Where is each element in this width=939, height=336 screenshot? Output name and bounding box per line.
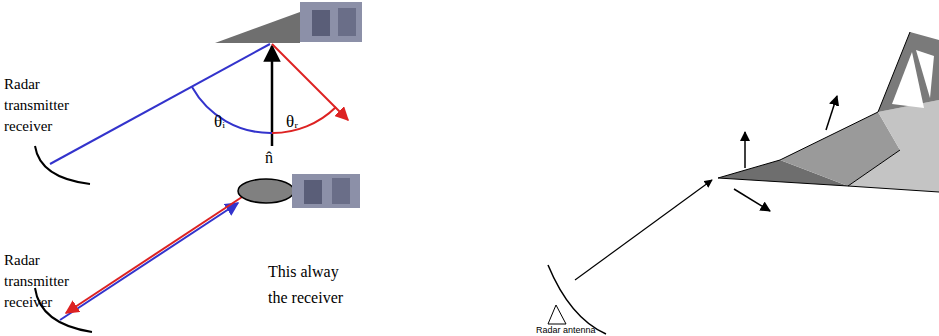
antenna-label: Radar antenna (536, 325, 616, 336)
incidence-arc (192, 87, 272, 133)
reflection-arc (272, 107, 336, 133)
pilot-figure (332, 178, 350, 204)
surface-normal (271, 46, 274, 146)
radar-ray (575, 180, 712, 280)
facet-edge (848, 150, 900, 186)
cockpit-photo (292, 174, 360, 208)
dish-label: Radar transmitter receiver (4, 250, 104, 313)
aircraft-wedge (215, 12, 300, 43)
angle-label: θᵢ (214, 112, 254, 132)
note-text: This alway (268, 262, 378, 282)
pilot-figure (304, 180, 322, 204)
rounded-nose (238, 179, 294, 203)
incident-ray (50, 44, 270, 164)
scatter-arrow (826, 96, 837, 130)
pilot-figure (338, 8, 356, 36)
reflected-ray (272, 44, 348, 120)
radar-dish (35, 146, 90, 184)
scatter-arrow (734, 189, 770, 211)
radar-dish (548, 265, 606, 334)
scatter-arrow (744, 132, 746, 168)
pilot-figure (312, 10, 330, 36)
fuselage-facet (848, 100, 939, 192)
dish-label: Radar transmitter receiver (4, 74, 104, 137)
antenna-stand (548, 305, 566, 324)
cockpit-photo (300, 2, 362, 42)
aircraft-outline (718, 178, 939, 192)
angle-label: θᵣ (286, 112, 326, 132)
note-text: the receiver (268, 288, 378, 308)
aircraft-outline (718, 32, 910, 178)
reflected-ray (66, 197, 242, 313)
canopy-frame (878, 32, 939, 112)
incident-ray (60, 203, 238, 320)
normal-label: n̂ (265, 148, 295, 168)
canopy-window (916, 50, 934, 98)
